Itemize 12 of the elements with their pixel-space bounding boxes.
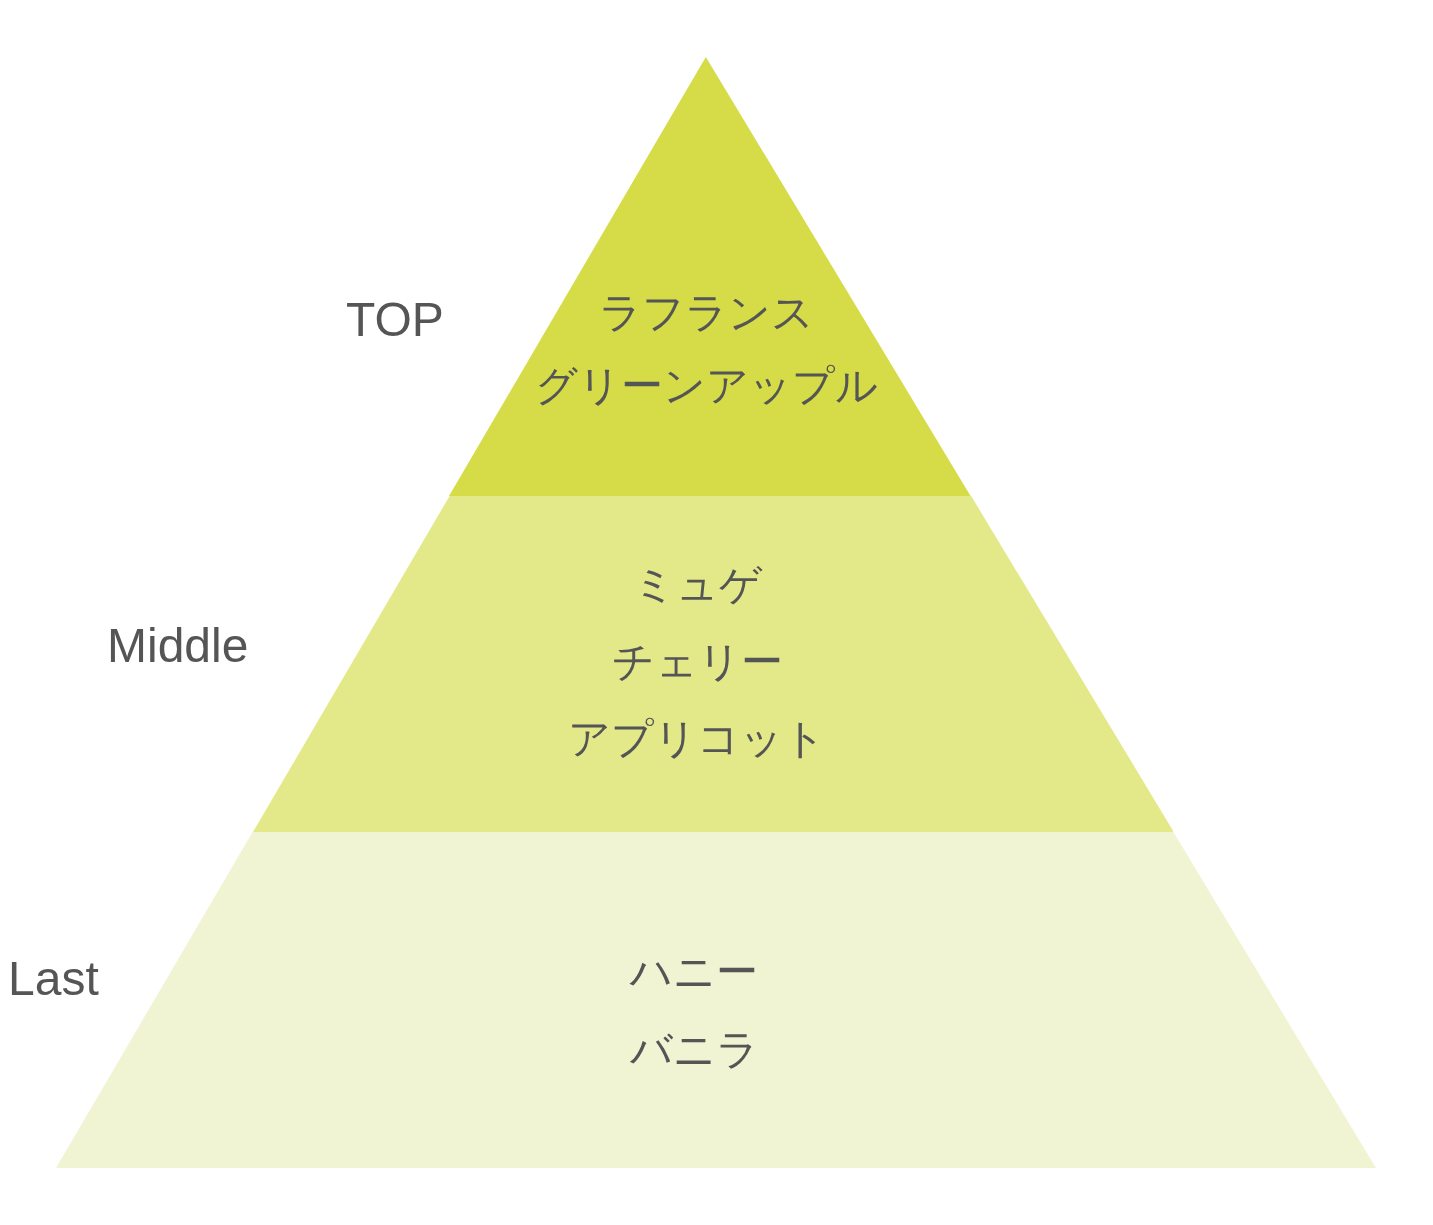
pyramid-tier	[252, 496, 1174, 832]
tier-text: バニラ	[629, 1024, 759, 1076]
tier-text: ラフランス	[598, 286, 814, 339]
tier-text: チェリー	[611, 636, 783, 688]
tier-text: グリーンアップル	[534, 359, 878, 412]
tier-text: ミュゲ	[632, 559, 762, 611]
tier-label: Last	[8, 955, 99, 1003]
tier-text: ハニー	[630, 946, 758, 998]
pyramid-tier	[449, 57, 971, 496]
tier-text: アプリコット	[568, 713, 826, 765]
tier-label: Middle	[107, 622, 249, 670]
tier-label: TOP	[346, 296, 444, 344]
